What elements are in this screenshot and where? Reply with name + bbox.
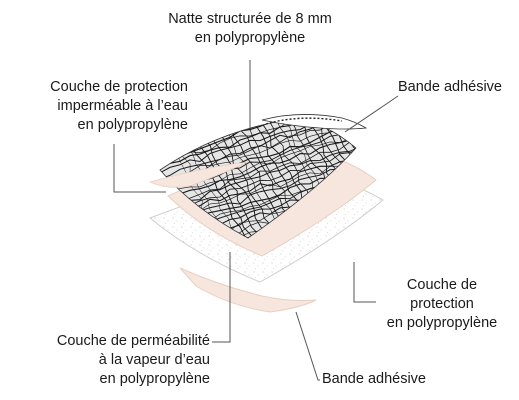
label-bande-adhesive-bottom: Bande adhésive [322,371,426,387]
adhesive-band-bottom [179,267,317,313]
mat-fiber [382,110,454,245]
label-bande-adhesive-top: Bande adhésive [398,79,502,95]
label-couche-protection: Couche de protection en polypropylène [386,277,498,331]
leader-couche-impermeable [113,144,166,193]
mat-fiber [160,118,356,172]
leader-lines [113,60,399,381]
label-natte: Natte structurée de 8 mm en polypropylèn… [168,11,332,46]
mat-fiber [366,110,441,245]
structured-mat [160,110,454,245]
label-couche-impermeable: Couche de protection imperméable à l’eau… [50,79,188,133]
mat-fiber [372,110,447,245]
waterproof-layer [148,161,249,188]
leader-bande-bottom [295,311,320,381]
leader-couche-protection [353,262,376,303]
adhesive-band-top [261,114,368,130]
leader-couche-permeabilite [212,252,231,343]
label-couche-permeabilite: Couche de perméabilité à la vapeur d’eau… [56,333,210,387]
leader-bande-top [344,95,399,133]
